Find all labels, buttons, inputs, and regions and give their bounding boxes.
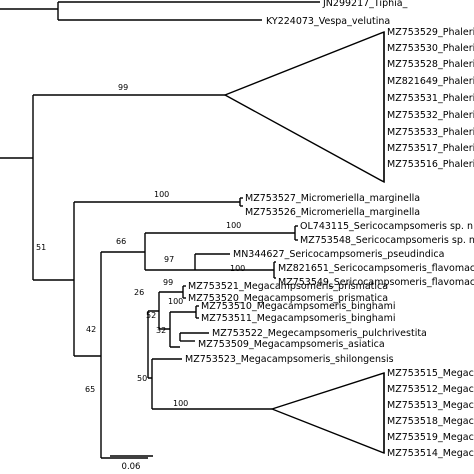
branch-flavo-stem bbox=[195, 262, 275, 278]
tip-label: MZ753513_Megaca bbox=[387, 400, 474, 411]
tip-label: OL743115_Sericocampsomeris sp. n. bbox=[300, 221, 474, 232]
tip-label: MZ753510_Megacampsomeris_binghami bbox=[201, 301, 396, 312]
tip-label: MZ753522_Megecampsomeris_pulchrivestita bbox=[212, 328, 427, 339]
support-value: 42 bbox=[86, 325, 96, 334]
support-values: 99 100 51 66 100 97 100 42 65 26 99 52 1… bbox=[36, 83, 245, 408]
branch-serico-stem bbox=[101, 233, 146, 270]
tip-label: MZ753521_Megacampsomeris_prismatica bbox=[188, 281, 388, 292]
scale-bar-label: 0.06 bbox=[122, 462, 141, 472]
scale-bar: 0.06 bbox=[110, 455, 153, 472]
branch-ingroup-root bbox=[0, 95, 34, 280]
support-value: 52 bbox=[146, 311, 156, 320]
tip-label: MZ753532_Phalerim bbox=[387, 110, 474, 121]
tip-label: MZ753528_Phalerim bbox=[387, 59, 474, 70]
tip-label: MZ753511_Megacampsomeris_binghami bbox=[201, 313, 396, 324]
tip-label: MZ821649_Phalerim bbox=[387, 76, 474, 87]
tip-label: MZ753519_Megaca bbox=[387, 432, 474, 443]
tip-label: MZ753530_Phalerim bbox=[387, 43, 474, 54]
branch-pseud-node bbox=[145, 254, 196, 271]
tip-label: JN299217_Tiphia_ bbox=[322, 0, 408, 9]
support-value: 100 bbox=[230, 264, 245, 273]
collapsed-clade-megacampsomeris bbox=[269, 372, 385, 455]
support-value: 97 bbox=[164, 255, 174, 264]
support-value: 100 bbox=[168, 297, 183, 306]
branch-node-65 bbox=[101, 311, 149, 459]
branch-node-32 bbox=[170, 333, 181, 348]
collapsed-triangle bbox=[223, 30, 385, 184]
tip-label: MZ753520_Megacampsomeris_prismatica bbox=[188, 293, 388, 304]
tip-label: KY224073_Vespa_velutina bbox=[266, 16, 390, 27]
tip-label: MZ753533_Phalerim bbox=[387, 127, 474, 138]
branch-serico-sp-stem bbox=[145, 226, 296, 240]
support-value: 51 bbox=[36, 243, 46, 252]
branch-node-26 bbox=[148, 292, 160, 329]
branch-outgroup-node bbox=[0, 2, 59, 20]
collapsed-triangle bbox=[269, 372, 385, 455]
tip-label: MZ753549_Sericocampsomeris_flavomacul bbox=[278, 277, 474, 288]
tip-label: MZ753514_Megaca bbox=[387, 448, 474, 459]
tip-label: MZ753517_Phalerim bbox=[387, 143, 474, 154]
tip-label: MZ753516_Phalerim bbox=[387, 159, 474, 170]
support-value: 32 bbox=[156, 326, 166, 335]
tip-label: MZ753527_Micromeriella_marginella bbox=[245, 193, 420, 204]
tip-label: MZ753548_Sericocampsomeris sp. n. bbox=[300, 235, 474, 246]
tip-label: MZ753515_Megaca bbox=[387, 368, 474, 379]
support-value: 100 bbox=[173, 399, 188, 408]
support-value: 100 bbox=[226, 221, 241, 230]
tip-label: MZ753523_Megacampsomeris_shilongensis bbox=[185, 354, 394, 365]
tip-labels: JN299217_Tiphia_ KY224073_Vespa_velutina… bbox=[185, 0, 474, 459]
support-value: 50 bbox=[137, 374, 147, 383]
tip-label: MN344627_Sericocampsomeris_pseudindica bbox=[233, 249, 444, 260]
support-value: 26 bbox=[134, 288, 144, 297]
tip-label: MZ753526_Micromeriella_marginella bbox=[245, 207, 420, 218]
support-value: 99 bbox=[163, 278, 173, 287]
tip-label: MZ753509_Megacampsomeris_asiatica bbox=[198, 339, 385, 350]
branch-prism-stem bbox=[159, 286, 184, 298]
branch-node-42 bbox=[74, 252, 102, 458]
branch-micro-stem bbox=[74, 198, 241, 206]
tip-label: MZ753512_Megaca bbox=[387, 384, 474, 395]
branch-node-52 bbox=[159, 312, 171, 347]
tip-label: MZ753529_Phalerim bbox=[387, 27, 474, 38]
support-value: 66 bbox=[116, 237, 126, 246]
branch-node-51 bbox=[33, 202, 75, 356]
branch-node-50 bbox=[148, 359, 153, 409]
branch-bing-stem bbox=[170, 306, 197, 318]
tip-label: MZ753518_Megaca bbox=[387, 416, 474, 427]
support-value: 99 bbox=[118, 83, 128, 92]
tip-label: MZ753531_Phalerim bbox=[387, 93, 474, 104]
support-value: 65 bbox=[85, 385, 95, 394]
support-value: 100 bbox=[154, 190, 169, 199]
tip-label: MZ821651_Sericocampsomeris_flavomacul bbox=[278, 263, 474, 274]
collapsed-clade-phalerimna bbox=[223, 30, 385, 184]
branches bbox=[0, 1, 320, 459]
